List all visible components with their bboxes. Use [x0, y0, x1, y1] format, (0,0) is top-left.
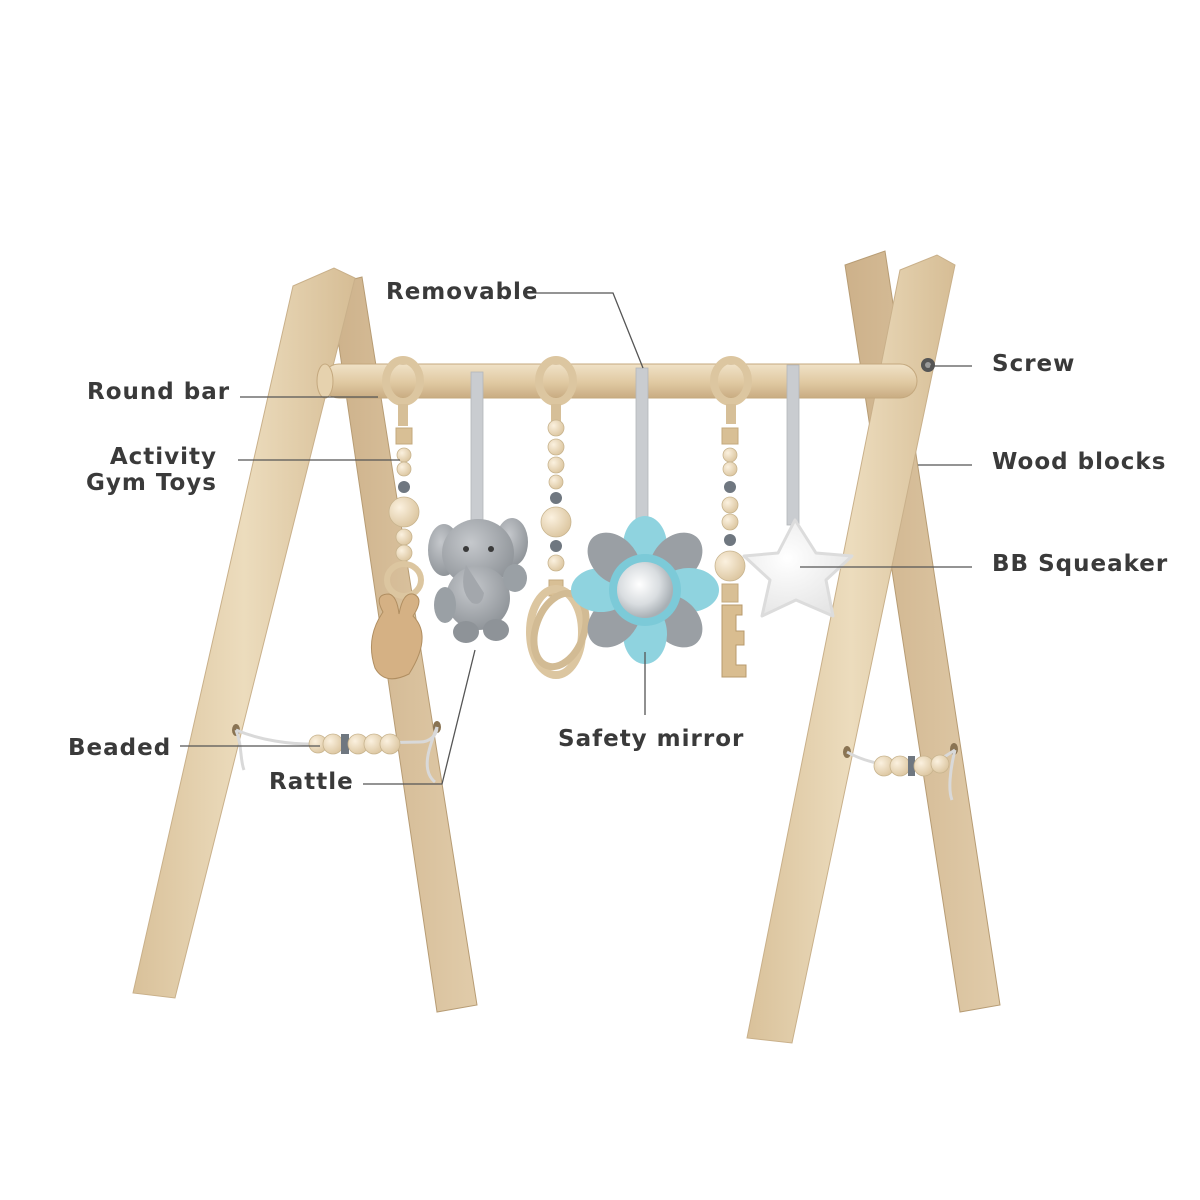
rattle-label: Rattle	[269, 769, 354, 795]
round-bar-label: Round bar	[87, 379, 230, 405]
screw-label: Screw	[992, 351, 1075, 377]
safety-mirror-label: Safety mirror	[558, 726, 744, 752]
right-beaded-cord	[846, 748, 957, 801]
round-bar	[316, 363, 918, 399]
bunny-teether-icon	[370, 356, 424, 680]
bead-row-right	[873, 754, 950, 777]
activity-label-line2: Gym Toys	[86, 470, 217, 496]
left-front-leg	[132, 267, 356, 999]
flower-mirror-icon	[571, 367, 719, 664]
beaded-label: Beaded	[68, 735, 171, 761]
ring-teether-icon	[526, 356, 590, 679]
mirror-icon	[617, 562, 673, 618]
wood-block-teether-icon	[710, 356, 752, 678]
bb-squeaker-label: BB Squeaker	[992, 551, 1168, 577]
wood-blocks-label: Wood blocks	[992, 449, 1166, 475]
star-squeaker-icon	[742, 364, 854, 618]
bead-row-left	[308, 733, 401, 755]
right-front-leg	[746, 254, 956, 1044]
left-beaded-cord	[234, 726, 439, 784]
elephant-plush-icon	[428, 371, 528, 643]
activity-label-line1: Activity	[110, 444, 217, 470]
leader-lines	[180, 292, 972, 785]
right-frame	[746, 250, 1001, 1044]
removable-label: Removable	[386, 279, 539, 305]
